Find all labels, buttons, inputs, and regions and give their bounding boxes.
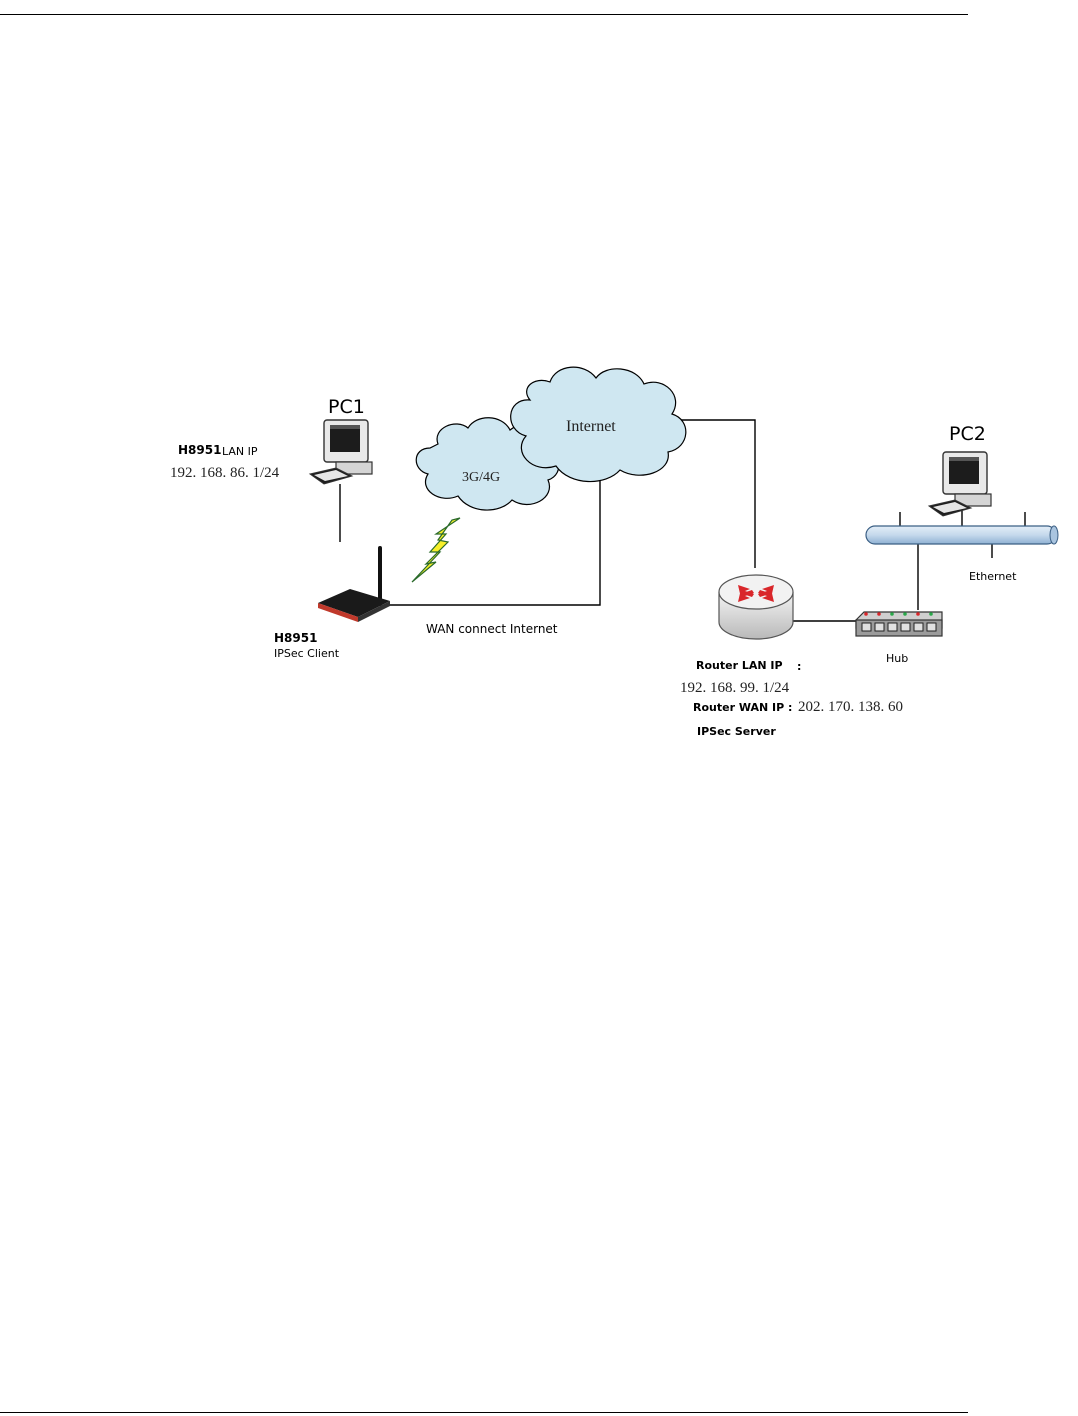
cloud-internet-label: Internet (566, 418, 616, 435)
router-wan-ip: 202. 170. 138. 60 (798, 699, 903, 715)
ethernet-bus-icon (866, 526, 1058, 544)
pc2-computer-icon (929, 452, 991, 516)
wan-connect-label: WAN connect Internet (426, 622, 558, 636)
router-icon (719, 575, 793, 639)
hub-icon (856, 612, 942, 636)
h8951-role: IPSec Client (274, 647, 340, 660)
h8951-lan-ip: 192. 168. 86. 1/24 (170, 465, 280, 481)
ethernet-label: Ethernet (969, 570, 1017, 583)
h8951-lan-suffix: LAN IP (222, 445, 258, 458)
hub-label: Hub (886, 652, 908, 665)
cloud-cellular-label: 3G/4G (462, 470, 500, 485)
pc1-title: PC1 (328, 396, 365, 418)
h8951-name: H8951 (274, 631, 317, 645)
ipsec-server-label: IPSec Server (697, 725, 776, 738)
router-lan-ip: 192. 168. 99. 1/24 (680, 680, 790, 696)
pc2-title: PC2 (949, 423, 986, 445)
router-lan-label: Router LAN IP (696, 659, 783, 672)
lightning-bolt-icon (412, 518, 460, 582)
h8951-device-icon (318, 548, 390, 622)
pc1-computer-icon (310, 420, 372, 484)
router-wan-label: Router WAN IP : (693, 701, 792, 714)
router-lan-colon: : (797, 660, 801, 673)
h8951-lan-prefix: H8951 (178, 443, 221, 457)
internet-to-router-line (672, 420, 755, 568)
